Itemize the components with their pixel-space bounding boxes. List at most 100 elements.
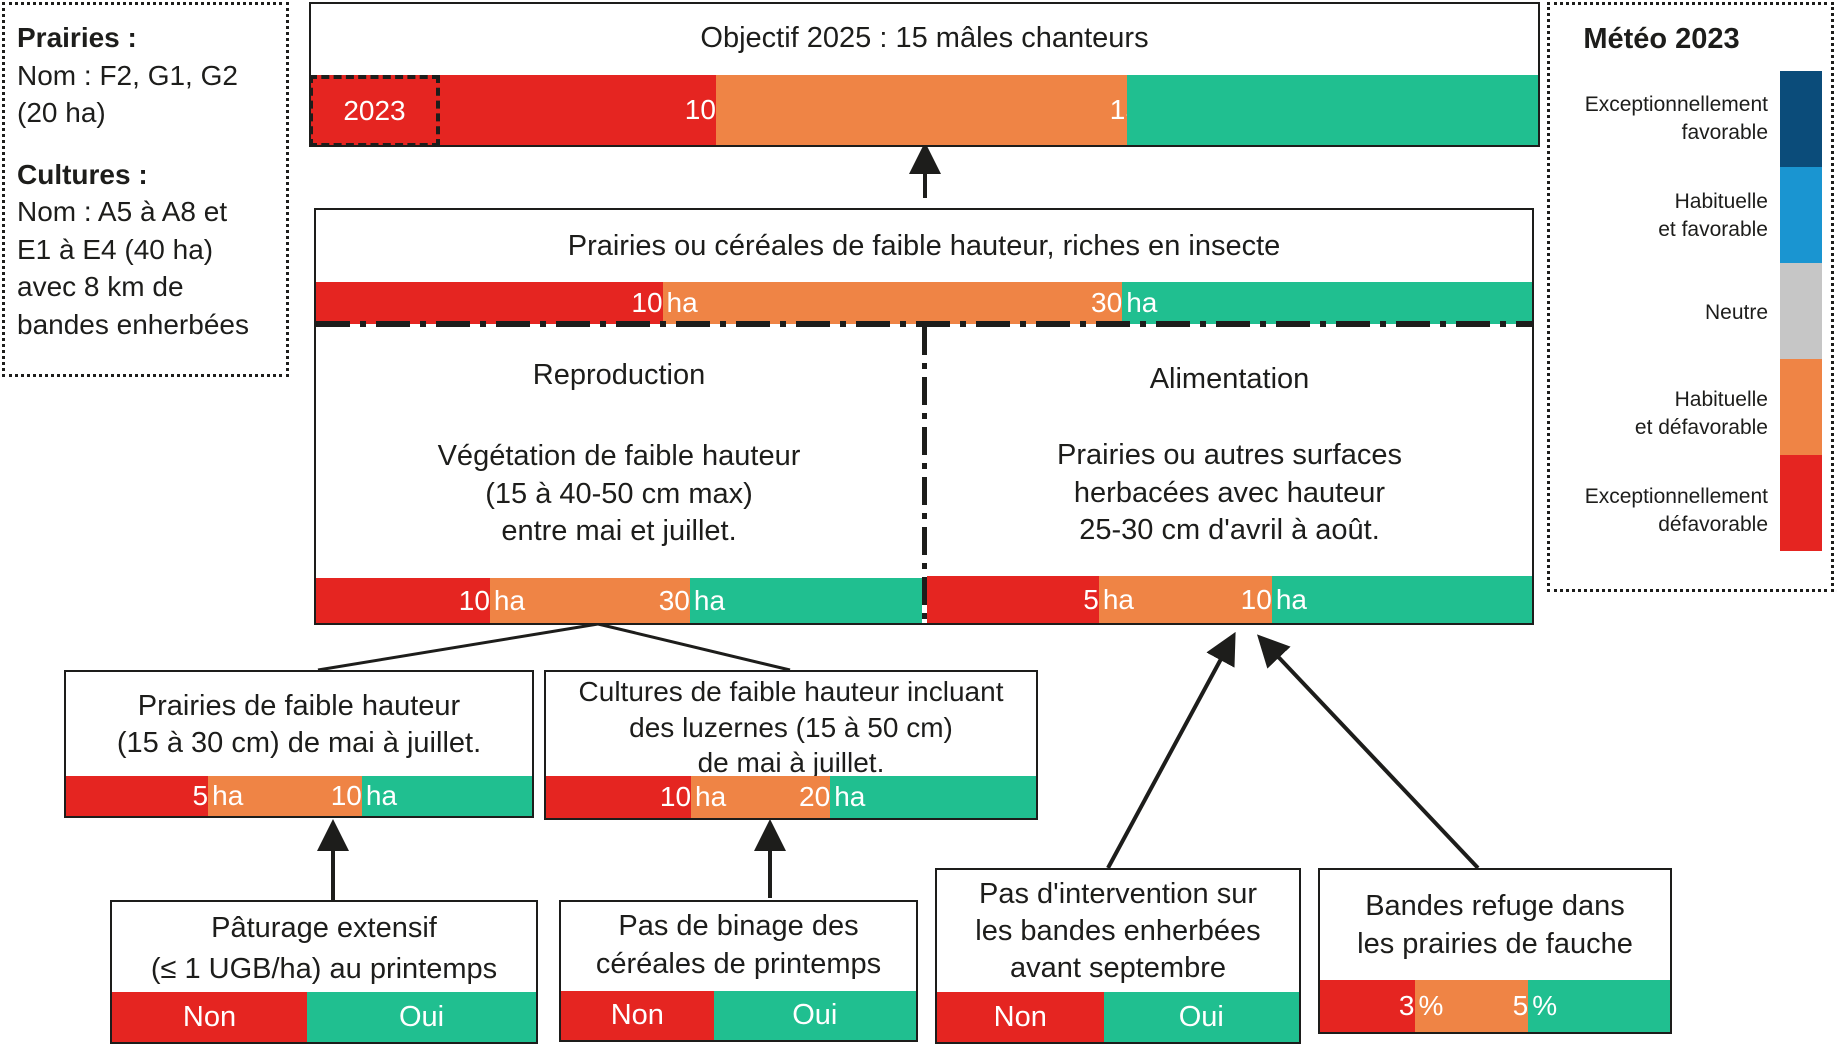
objectif-bar: 10 15: [311, 75, 1538, 145]
meteo-swatch-exceptionally-unfavorable: [1780, 455, 1822, 551]
refuge-threshold-1-value: 3: [1398, 990, 1415, 1021]
habitat-threshold-1-unit: ha: [666, 287, 698, 318]
objectif-threshold-1: 10: [684, 94, 716, 125]
meteo-label-neutral: Neutre: [1704, 301, 1768, 324]
cultures-low-height-threshold-1-unit: ha: [695, 781, 727, 812]
reproduction-title: Reproduction: [532, 359, 706, 391]
cultures-names: Nom : A5 à A8 et: [17, 196, 228, 228]
intervention-description: Pas d'intervention sur les bandes enherb…: [975, 878, 1261, 985]
meteo-swatch-neutral: [1780, 263, 1822, 359]
refuge-bar-green: %: [1528, 980, 1670, 1032]
prairies-area: (20 ha): [17, 97, 106, 129]
cultures-low-height-threshold-1-value: 10: [659, 781, 692, 812]
cultures-low-height-threshold-2-unit: ha: [834, 781, 866, 812]
habitat-threshold-2-unit: ha: [1126, 287, 1158, 318]
meteo-label-exceptionally-favorable: Exceptionnellement favorable: [1584, 93, 1768, 145]
meteo-swatch-usually-favorable: [1780, 167, 1822, 263]
alimentation-threshold-2-unit: ha: [1275, 583, 1307, 615]
paturage-no: Non: [112, 992, 308, 1042]
cultures-low-height-box: Cultures de faible hauteur incluant des …: [544, 670, 1038, 820]
reproduction-bar: 10 ha 30 ha: [316, 578, 922, 623]
line-cultures-to-reproduction: [597, 622, 791, 672]
cultures-low-height-bar-red: 10: [546, 776, 692, 818]
year-2023-marker: 2023: [309, 75, 440, 147]
objectif-bar-orange: 15: [715, 75, 1141, 145]
site-info-box: Prairies : Nom : F2, G1, G2 (20 ha) Cult…: [2, 2, 289, 377]
alimentation-threshold-2-value: 10: [1240, 583, 1272, 615]
refuge-bar-red: 3: [1320, 980, 1415, 1032]
cultures-low-height-description: Cultures de faible hauteur incluant des …: [578, 676, 1004, 779]
reproduction-threshold-1-value: 10: [458, 584, 490, 616]
meteo-color-scale: [1780, 71, 1822, 551]
binage-description: Pas de binage des céréales de printemps: [595, 910, 882, 980]
habitat-threshold-1-value: 10: [631, 287, 663, 318]
reproduction-bar-red: 10: [316, 578, 490, 623]
prairies-low-height-threshold-1-unit: ha: [212, 780, 244, 811]
cultures-strips-b: bandes enherbées: [17, 308, 249, 340]
prairies-low-height-bar-orange: ha 10: [208, 776, 362, 816]
reproduction-panel: Reproduction Végétation de faible hauteu…: [316, 327, 922, 623]
paturage-bar: Non Oui: [112, 992, 536, 1042]
intervention-box: Pas d'intervention sur les bandes enherb…: [935, 868, 1301, 1044]
prairies-title: Prairies :: [17, 22, 137, 53]
cultures-strips-a: avec 8 km de: [17, 271, 184, 303]
alimentation-threshold-1-unit: ha: [1102, 583, 1134, 615]
objectif-bar-red: 10: [311, 75, 716, 145]
binage-bar: Non Oui: [561, 991, 916, 1040]
reproduction-bar-green: ha: [689, 578, 922, 623]
prairies-low-height-description: Prairies de faible hauteur (15 à 30 cm) …: [116, 690, 482, 760]
prairies-low-height-threshold-1-value: 5: [192, 780, 209, 811]
arrow-refuge-to-alimentation: [1257, 634, 1480, 870]
paturage-description: Pâturage extensif (≤ 1 UGB/ha) au printe…: [150, 912, 498, 985]
refuge-bar: 3 % 5 %: [1320, 980, 1670, 1032]
habitat-title: Prairies ou céréales de faible hauteur, …: [567, 230, 1281, 262]
prairies-low-height-threshold-2-unit: ha: [365, 780, 398, 811]
reproduction-threshold-1-unit: ha: [493, 584, 526, 616]
habitat-bar-green: ha: [1122, 282, 1532, 324]
alimentation-bar: 5 ha 10 ha: [927, 576, 1532, 623]
meteo-swatch-usually-unfavorable: [1780, 359, 1822, 455]
arrow-intervention-to-alimentation: [1106, 631, 1236, 869]
habitat-horizontal-separator: [316, 321, 1532, 327]
alimentation-panel: Alimentation Prairies ou autres surfaces…: [927, 327, 1532, 623]
cultures-low-height-threshold-2-value: 20: [799, 781, 831, 812]
habitat-box: Prairies ou céréales de faible hauteur, …: [314, 208, 1534, 625]
prairies-low-height-bar-red: 5: [66, 776, 209, 816]
prairies-low-height-threshold-2-value: 10: [330, 780, 362, 811]
prairies-low-height-box: Prairies de faible hauteur (15 à 30 cm) …: [64, 670, 534, 818]
meteo-legend: Météo 2023 Exceptionnellement favorable …: [1547, 2, 1834, 592]
meteo-label-usually-unfavorable: Habituelle et défavorable: [1634, 388, 1768, 440]
binage-yes: Oui: [713, 991, 916, 1040]
cultures-low-height-bar: 10 ha 20 ha: [546, 776, 1036, 818]
binage-no: Non: [561, 991, 714, 1040]
alimentation-threshold-1-value: 5: [1083, 583, 1099, 615]
alimentation-bar-orange: ha 10: [1098, 576, 1272, 623]
cultures-area: E1 à E4 (40 ha): [17, 233, 214, 265]
prairies-low-height-bar: 5 ha 10 ha: [66, 776, 532, 816]
alimentation-description: Prairies ou autres surfaces herbacées av…: [1057, 439, 1402, 547]
cultures-low-height-bar-orange: ha 20: [691, 776, 831, 818]
objectif-box: Objectif 2025 : 15 mâles chanteurs 10 15…: [309, 2, 1540, 147]
meteo-label-usually-favorable: Habituelle et favorable: [1658, 190, 1768, 242]
refuge-threshold-2-unit: %: [1532, 990, 1558, 1021]
meteo-title: Météo 2023: [1583, 23, 1740, 55]
refuge-bar-orange: % 5: [1414, 980, 1529, 1032]
habitat-bar-red: 10: [316, 282, 663, 324]
alimentation-bar-green: ha: [1271, 576, 1532, 623]
objectif-bar-green: [1126, 75, 1538, 145]
intervention-yes: Oui: [1103, 992, 1299, 1042]
refuge-threshold-1-unit: %: [1418, 990, 1444, 1021]
intervention-no: Non: [937, 992, 1104, 1042]
refuge-threshold-2-value: 5: [1512, 990, 1529, 1021]
prairies-low-height-bar-green: ha: [361, 776, 532, 816]
alimentation-bar-red: 5: [927, 576, 1099, 623]
habitat-bar: 10 ha 30 ha: [316, 282, 1532, 324]
alimentation-title: Alimentation: [1149, 363, 1310, 395]
reproduction-bar-orange: ha 30: [489, 578, 690, 623]
habitat-threshold-2-value: 30: [1091, 287, 1123, 318]
cultures-title: Cultures :: [17, 158, 148, 190]
reproduction-threshold-2-value: 30: [658, 584, 690, 616]
reproduction-description: Végétation de faible hauteur (15 à 40-50…: [437, 440, 801, 548]
habitat-bar-orange: ha 30: [662, 282, 1123, 324]
reproduction-threshold-2-unit: ha: [693, 584, 726, 616]
